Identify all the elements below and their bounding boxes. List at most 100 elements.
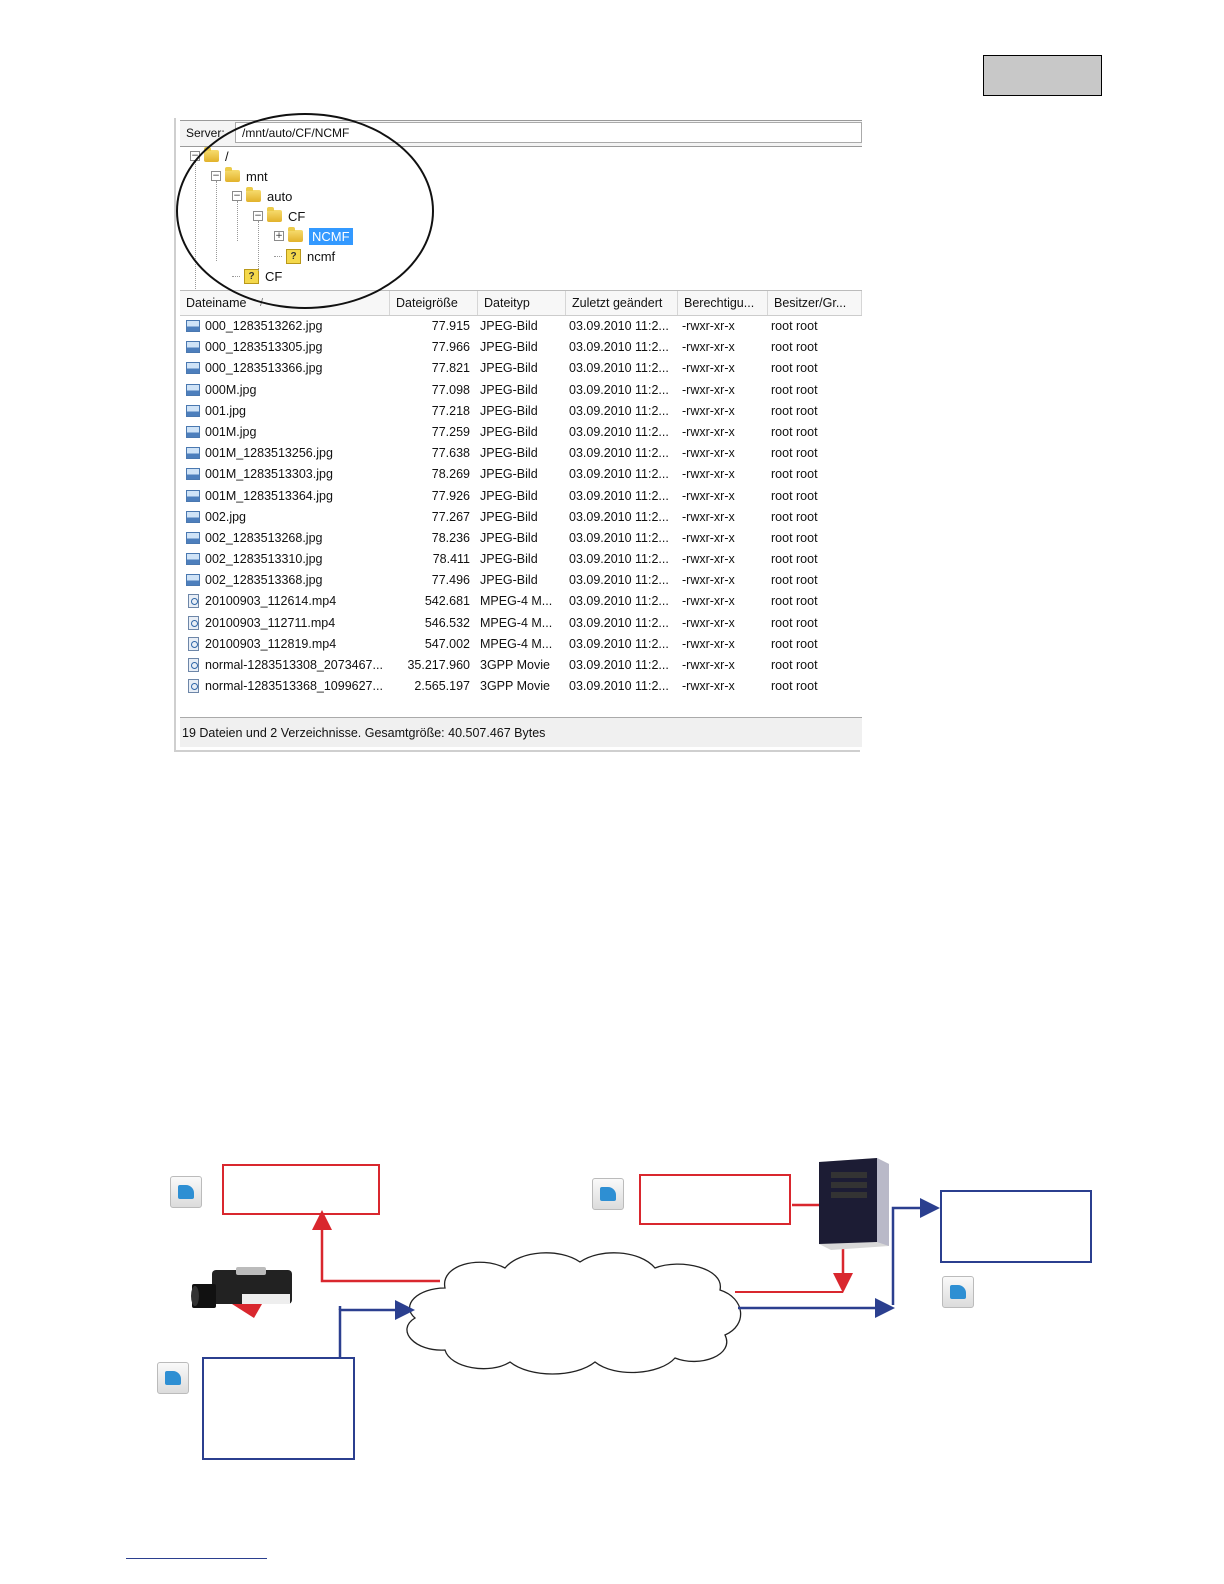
file-permissions: -rwxr-xr-x xyxy=(682,467,735,482)
video-file-icon xyxy=(188,679,199,694)
file-name: 20100903_112614.mp4 xyxy=(205,594,337,609)
file-type: JPEG-Bild xyxy=(480,446,538,461)
file-permissions: -rwxr-xr-x xyxy=(682,340,735,355)
file-owner: root root xyxy=(771,552,818,567)
file-name: 002.jpg xyxy=(205,509,247,524)
footer-rule xyxy=(126,1558,267,1559)
file-owner: root root xyxy=(771,467,818,482)
file-permissions: -rwxr-xr-x xyxy=(682,319,735,333)
network-diagram xyxy=(0,1140,1224,1480)
file-modified: 03.09.2010 11:2... xyxy=(569,340,669,355)
red-box-server xyxy=(639,1174,791,1225)
file-type: JPEG-Bild xyxy=(480,361,538,376)
file-modified: 03.09.2010 11:2... xyxy=(569,594,669,609)
file-owner: root root xyxy=(771,382,818,397)
file-modified: 03.09.2010 11:2... xyxy=(569,319,669,333)
file-modified: 03.09.2010 11:2... xyxy=(569,615,669,630)
file-size: 78.269 xyxy=(431,467,470,482)
column-header[interactable]: Berechtigu... xyxy=(678,291,768,315)
file-modified: 03.09.2010 11:2... xyxy=(569,552,669,567)
file-permissions: -rwxr-xr-x xyxy=(682,361,735,376)
file-owner: root root xyxy=(771,340,818,355)
file-row[interactable]: 20100903_112614.mp4 542.681 MPEG-4 M... 03.… xyxy=(180,591,862,612)
image-file-icon xyxy=(186,320,200,332)
file-type: JPEG-Bild xyxy=(480,382,538,397)
image-file-icon xyxy=(186,510,200,523)
file-type: JPEG-Bild xyxy=(480,403,538,418)
file-modified: 03.09.2010 11:2... xyxy=(569,361,669,376)
file-row[interactable]: 20100903_112711.mp4 546.532 MPEG-4 M... 03.… xyxy=(180,613,862,634)
file-permissions: -rwxr-xr-x xyxy=(682,573,735,588)
column-header[interactable]: Zuletzt geändert xyxy=(566,291,678,315)
upload-icon xyxy=(592,1178,624,1210)
download-icon xyxy=(170,1176,202,1208)
file-size: 77.926 xyxy=(431,488,470,503)
file-size: 78.411 xyxy=(432,552,470,567)
file-owner: root root xyxy=(771,446,818,461)
file-owner: root root xyxy=(771,530,818,545)
column-header[interactable]: Dateityp xyxy=(478,291,566,315)
image-file-icon xyxy=(186,362,200,375)
file-name: 001M.jpg xyxy=(205,424,257,439)
highlight-circle xyxy=(176,113,434,309)
file-name: 000_1283513366.jpg xyxy=(205,361,323,376)
blue-box-camera xyxy=(202,1357,355,1460)
file-modified: 03.09.2010 11:2... xyxy=(569,636,669,651)
download-icon-server xyxy=(942,1276,974,1308)
file-owner: root root xyxy=(771,658,818,672)
file-name: 000_1283513262.jpg xyxy=(205,319,323,333)
file-modified: 03.09.2010 11:2... xyxy=(569,658,669,672)
file-size: 542.681 xyxy=(424,594,470,609)
file-owner: root root xyxy=(771,573,818,588)
file-name: normal-1283513368_1099627... xyxy=(205,679,383,694)
file-type: JPEG-Bild xyxy=(480,552,538,567)
file-permissions: -rwxr-xr-x xyxy=(682,658,735,672)
video-file-icon xyxy=(188,658,199,672)
image-file-icon xyxy=(186,574,200,587)
file-size: 35.217.960 xyxy=(407,658,470,672)
file-size: 77.098 xyxy=(431,382,470,397)
file-name: 20100903_112711.mp4 xyxy=(205,615,336,630)
video-file-icon xyxy=(188,594,199,609)
file-permissions: -rwxr-xr-x xyxy=(682,509,735,524)
column-header[interactable]: Besitzer/Gr... xyxy=(768,291,862,315)
file-owner: root root xyxy=(771,615,818,630)
video-file-icon xyxy=(188,615,199,630)
file-name: 002_1283513268.jpg xyxy=(205,530,323,545)
column-header[interactable]: Dateigröße xyxy=(390,291,478,315)
file-size: 546.532 xyxy=(424,615,470,630)
file-size: 547.002 xyxy=(424,636,470,651)
file-type: MPEG-4 M... xyxy=(480,615,553,630)
file-modified: 03.09.2010 11:2... xyxy=(569,467,669,482)
file-type: JPEG-Bild xyxy=(480,467,538,482)
file-permissions: -rwxr-xr-x xyxy=(682,679,735,694)
file-type: 3GPP Movie xyxy=(480,658,550,672)
file-type: MPEG-4 M... xyxy=(480,594,553,609)
blue-line-server xyxy=(891,1198,940,1305)
server-label: Server: xyxy=(186,126,225,140)
file-type: MPEG-4 M... xyxy=(480,636,553,651)
file-name: 001M_1283513256.jpg xyxy=(205,446,333,461)
image-file-icon xyxy=(186,447,200,460)
file-name: 001.jpg xyxy=(205,403,247,418)
file-permissions: -rwxr-xr-x xyxy=(682,615,735,630)
red-line-camera xyxy=(312,1210,440,1283)
file-type: JPEG-Bild xyxy=(480,319,538,333)
video-file-icon xyxy=(188,636,199,651)
